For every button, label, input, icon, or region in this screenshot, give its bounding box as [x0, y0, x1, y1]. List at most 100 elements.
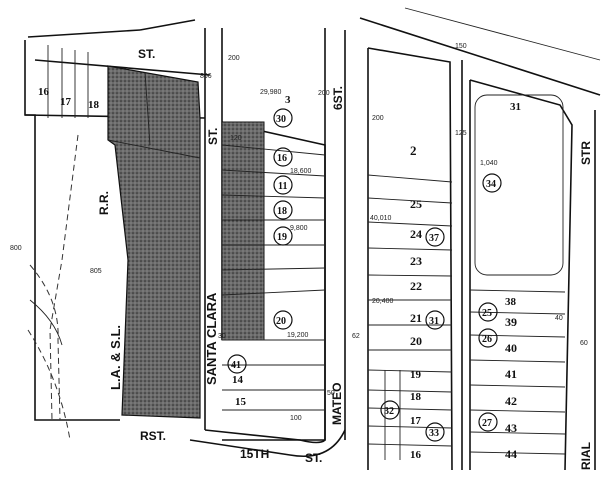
- top-street-edge-2: [139, 19, 196, 31]
- svg-text:30: 30: [218, 333, 226, 340]
- svg-text:100: 100: [290, 415, 302, 422]
- street-label-santa-clara-st: ST.: [206, 128, 220, 145]
- right-lot-numbers: 31 38 39 40 41 42 43 44: [505, 101, 521, 461]
- street-label-6th: 6ST.: [331, 86, 345, 110]
- santa-clara-lot-lines: [221, 144, 326, 411]
- svg-text:20: 20: [276, 316, 286, 327]
- svg-text:1,040: 1,040: [480, 160, 498, 167]
- svg-text:34: 34: [486, 179, 496, 190]
- middle-lot-lines: [367, 174, 453, 460]
- svg-text:62: 62: [352, 333, 360, 340]
- svg-text:41: 41: [231, 360, 241, 371]
- shaded-parcel-large: [107, 65, 201, 419]
- svg-text:42: 42: [505, 394, 517, 408]
- svg-text:806: 806: [200, 73, 212, 80]
- svg-text:25: 25: [482, 308, 492, 319]
- svg-text:25: 25: [410, 197, 422, 211]
- svg-text:37: 37: [429, 233, 439, 244]
- svg-text:40: 40: [555, 315, 563, 322]
- st-line: [34, 59, 211, 76]
- fifteenth-street-edge: [204, 429, 326, 444]
- street-label-15th: 15TH: [240, 447, 269, 461]
- svg-text:150: 150: [455, 43, 467, 50]
- middle-lot-numbers: 2 25 24 23 22 21 20 19 18 17 16: [410, 143, 422, 461]
- svg-text:21: 21: [410, 311, 422, 325]
- svg-text:19,200: 19,200: [287, 332, 309, 339]
- circled-lots-right: 34 25 26 27: [478, 173, 502, 432]
- top-right-street-edge-2: [404, 7, 601, 61]
- street-label-right: STR: [579, 141, 593, 165]
- svg-text:200: 200: [318, 90, 330, 97]
- svg-text:9,800: 9,800: [290, 225, 308, 232]
- railroad-curve: [29, 264, 61, 421]
- svg-text:50: 50: [327, 390, 335, 397]
- svg-text:18: 18: [410, 391, 422, 403]
- top-street-edge: [27, 29, 141, 38]
- svg-text:805: 805: [90, 268, 102, 275]
- svg-text:18: 18: [277, 206, 287, 217]
- street-label-mateo: MATEO: [330, 383, 344, 425]
- parcel-2: [474, 94, 564, 276]
- svg-text:200: 200: [372, 115, 384, 122]
- street-label-rial: RIAL: [579, 442, 593, 470]
- railroad-label-2: R.R.: [97, 191, 111, 215]
- svg-text:39: 39: [505, 315, 517, 329]
- dimension-labels: 806 805 29,980 200 200 200 150 125 40,01…: [10, 43, 588, 422]
- svg-text:38: 38: [505, 296, 517, 308]
- svg-text:24: 24: [410, 227, 422, 241]
- svg-text:60: 60: [580, 340, 588, 347]
- lot-number: 3: [285, 94, 291, 106]
- svg-text:125: 125: [455, 130, 467, 137]
- railroad-curve-2: [27, 329, 71, 441]
- svg-text:20: 20: [410, 334, 422, 348]
- svg-text:31: 31: [510, 101, 521, 113]
- svg-text:16: 16: [410, 449, 422, 461]
- svg-text:22: 22: [410, 279, 422, 293]
- shaded-parcel-strip: [221, 121, 265, 341]
- svg-text:18,600: 18,600: [290, 168, 312, 175]
- svg-text:33: 33: [429, 428, 439, 439]
- railroad-curve-3: [29, 299, 63, 346]
- svg-text:2: 2: [410, 143, 417, 158]
- svg-text:40,010: 40,010: [370, 215, 392, 222]
- svg-text:32: 32: [384, 406, 394, 417]
- fifteenth-street-edge-2: [189, 429, 346, 457]
- top-right-street-edge: [359, 17, 601, 96]
- svg-text:20,400: 20,400: [372, 298, 394, 305]
- svg-text:29,980: 29,980: [260, 89, 282, 96]
- parcel-divider-2: [107, 139, 201, 159]
- svg-text:120: 120: [230, 135, 242, 142]
- railroad-label: L.A. & S.L.: [108, 325, 123, 390]
- svg-text:40: 40: [505, 341, 517, 355]
- svg-text:16: 16: [277, 153, 287, 164]
- svg-text:43: 43: [505, 421, 517, 435]
- middle-block: [367, 47, 453, 471]
- svg-text:200: 200: [228, 55, 240, 62]
- svg-text:23: 23: [410, 254, 422, 268]
- street-label-santa-clara: SANTA CLARA: [204, 292, 219, 385]
- parcel-divider: [144, 71, 151, 146]
- svg-text:17: 17: [410, 415, 422, 427]
- street-label-top: ST.: [138, 47, 155, 61]
- svg-text:800: 800: [10, 245, 22, 252]
- svg-text:41: 41: [505, 367, 517, 381]
- svg-text:19: 19: [410, 369, 422, 381]
- svg-text:44: 44: [505, 447, 517, 461]
- lot-number: 14: [232, 374, 244, 386]
- lot-number: 17: [60, 96, 72, 108]
- lot-number: 15: [235, 396, 247, 408]
- svg-text:31: 31: [429, 316, 439, 327]
- circled-lots-santa-clara: 30 16 11 18 19 20 41: [227, 108, 293, 374]
- svg-text:27: 27: [482, 418, 492, 429]
- circled-lots-mid: 37 31 32 33: [380, 227, 445, 442]
- lot-number: 16: [38, 86, 50, 98]
- railroad-line: [49, 134, 79, 421]
- svg-text:26: 26: [482, 334, 492, 345]
- svg-text:11: 11: [278, 181, 287, 192]
- right-lot-lines: [469, 289, 566, 455]
- svg-text:30: 30: [276, 114, 286, 125]
- street-label-15th-st: ST.: [305, 451, 322, 465]
- right-block: [469, 79, 573, 471]
- street-label-bottom-left: RST.: [140, 429, 166, 443]
